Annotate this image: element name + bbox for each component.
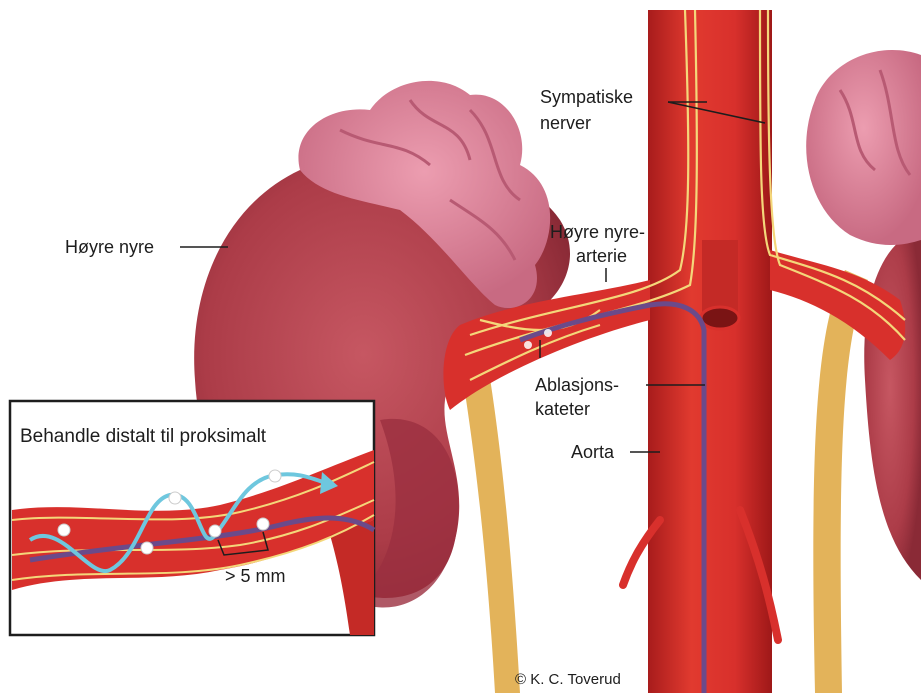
label-right-kidney: Høyre nyre xyxy=(65,237,154,257)
left-adrenal-gland xyxy=(806,50,921,245)
vein-opening xyxy=(701,307,739,329)
inset-title: Behandle distalt til proksimalt xyxy=(20,426,266,448)
aorta xyxy=(648,10,772,693)
left-kidney xyxy=(864,230,921,580)
label-renal-artery-line1: Høyre nyre- xyxy=(550,222,645,242)
label-catheter-line2: kateter xyxy=(535,399,590,419)
label-catheter-line1: Ablasjons- xyxy=(535,375,619,395)
label-aorta: Aorta xyxy=(571,442,614,462)
copyright-credit: © K. C. Toverud xyxy=(515,671,621,688)
left-ureter xyxy=(813,270,868,693)
spacing-label: > 5 mm xyxy=(225,566,286,587)
vein-stump xyxy=(702,240,738,315)
label-sympathetic-line2: nerver xyxy=(540,113,591,133)
label-sympathetic-line1: Sympatiske xyxy=(540,87,633,107)
label-renal-artery-line2: arterie xyxy=(576,246,627,266)
